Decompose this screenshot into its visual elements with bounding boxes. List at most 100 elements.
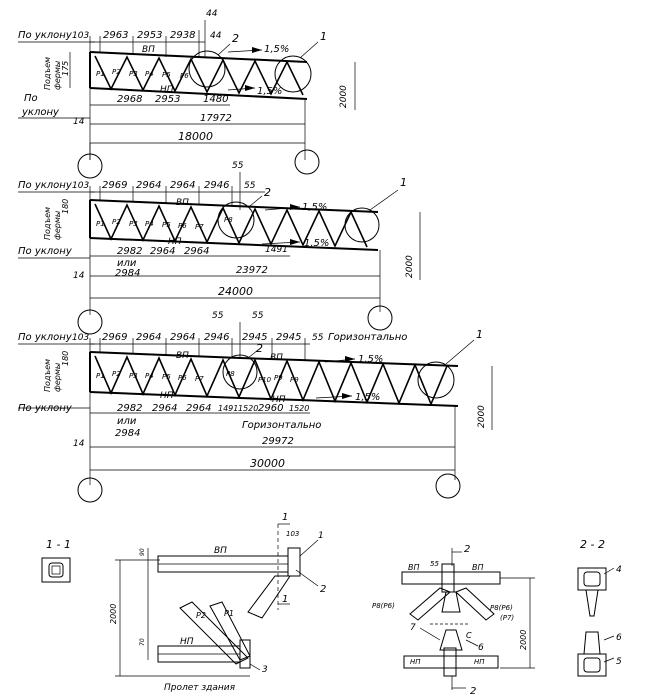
callout-2: 2: [264, 186, 271, 199]
chord-top-label-2: ВП: [270, 353, 283, 363]
node-bottom-small: 70: [139, 638, 146, 646]
node-circle-1: [344, 207, 380, 243]
mid-callout-6: 6: [478, 643, 484, 653]
dim-bottom-3: 2964: [186, 403, 211, 414]
dim-top-6: 2945: [276, 332, 301, 343]
alt-text: или: [117, 258, 137, 269]
dim-top-1: 2969: [102, 180, 127, 191]
web-members: [94, 355, 448, 407]
detail-mid-node: 2 2 55 ВП ВП Р8(Р6) Р8(Р6) (Р7) НП НП 20…: [372, 544, 535, 697]
web-r4: Р4: [145, 372, 154, 380]
slope-bottom: 1,5%: [257, 86, 282, 97]
slope-top: 1,5%: [264, 44, 289, 55]
node-top-chord-label: ВП: [214, 546, 227, 556]
section-mark-top: 1: [282, 512, 288, 523]
dim-top-3: 2938: [170, 30, 195, 41]
web-r2: Р2: [112, 370, 121, 378]
mid-bottom-left: НП: [410, 658, 421, 666]
dim-bottom-4: 1491: [218, 404, 238, 413]
dim-top-44a: 44: [206, 9, 218, 19]
dim-bottom-4: 1491: [265, 245, 288, 255]
mid-web-right-label: Р8(Р6): [490, 604, 513, 612]
web-r5: Р5: [162, 221, 171, 229]
label-slope-bottom: По уклону: [18, 403, 73, 414]
detail-section-1-1: 1 - 1: [41, 538, 71, 583]
dim-top-4: 2946: [204, 180, 229, 191]
dim-bottom-2: 2964: [152, 403, 177, 414]
node-web-p2: Р2: [196, 611, 206, 620]
rise-dim: 180: [61, 351, 70, 366]
dim-top-2: 2964: [136, 332, 161, 343]
dim-top-1: 2963: [103, 30, 128, 41]
dim-bottom-6: 2960: [258, 403, 283, 414]
node-top-dim: 103: [286, 530, 299, 538]
section-2-2-callout-5: 5: [616, 657, 622, 667]
brace-top: [247, 575, 291, 619]
dim-top-55a: 55: [212, 311, 224, 321]
chord-top-label: ВП: [142, 45, 155, 55]
dim-top-2: 2964: [136, 180, 161, 191]
end-offset: 14: [73, 117, 85, 127]
dim-bottom-1: 2982: [117, 246, 142, 257]
label-slope-bottom-1: По: [24, 93, 38, 104]
mid-bottom-chord: [403, 655, 499, 669]
web-r6: Р6: [178, 222, 187, 230]
rise-label-2: фермы: [53, 211, 62, 240]
dim-top-1: 2969: [102, 332, 127, 343]
dim-top-55c: 55: [312, 333, 324, 343]
horizontal-bottom: Горизонтально: [242, 420, 321, 431]
section-2-2-web: [585, 589, 599, 617]
node-top-small: 90: [139, 548, 146, 556]
dim-bottom-2: 2964: [150, 246, 175, 257]
web-r10: Р10: [258, 376, 272, 384]
section-2-2-title: 2 - 2: [580, 538, 605, 551]
chord-top-label: ВП: [176, 351, 189, 361]
web-r8: Р8: [224, 216, 233, 224]
web-r3: Р3: [129, 372, 138, 380]
depth-dim: 2000: [477, 405, 487, 428]
web-r2: Р2: [112, 68, 121, 76]
web-members: [94, 203, 368, 248]
section-2-2-callout-4: 4: [616, 565, 622, 575]
mid-chord-right: ВП: [472, 563, 484, 572]
mid-callout-7: 7: [410, 623, 416, 633]
web-r2: Р2: [112, 218, 121, 226]
dim-top-44b: 44: [210, 31, 222, 41]
web-r8: Р8: [226, 370, 235, 378]
horizontal-top: Горизонтально: [328, 332, 407, 343]
end-offset: 14: [73, 439, 85, 449]
span-inner: 23972: [236, 265, 268, 276]
dim-103: 103: [72, 333, 89, 343]
bottom-chord: [89, 237, 379, 251]
callout-1: 1: [400, 176, 407, 189]
mid-web-lower: [439, 629, 463, 651]
rise-label-1: Подъем: [43, 359, 52, 392]
truss-18000: По уклону 103 2963 2953 2938 44 44 ВП НП…: [18, 9, 356, 179]
node-caption: Пролет здания: [164, 683, 236, 693]
web-r4: Р4: [145, 220, 154, 228]
node-circle-1: [274, 55, 312, 93]
web-r9b: Р9: [290, 376, 299, 384]
mid-section-mark-top: 2: [464, 544, 470, 555]
mid-top-dim: 55: [430, 560, 439, 568]
slope-top: 1,5%: [358, 354, 383, 365]
alt-value: 2984: [115, 428, 140, 439]
span-total: 18000: [178, 130, 213, 143]
callout-2: 2: [256, 342, 263, 355]
slope-top: 1,5%: [302, 202, 327, 213]
bottom-chord: [89, 87, 308, 100]
end-plate-bottom: [239, 639, 251, 669]
web-r5: Р5: [162, 71, 171, 79]
label-slope-bottom: По уклону: [18, 246, 73, 257]
depth-dim: 2000: [339, 85, 349, 108]
web-r3: Р3: [129, 220, 138, 228]
node-circle-2: [222, 354, 258, 390]
span-total: 24000: [218, 285, 253, 298]
bottom-chord: [89, 391, 459, 407]
dim-top-3: 2964: [170, 180, 195, 191]
mid-web-right: [455, 587, 495, 621]
end-plate-top: [287, 547, 301, 577]
section-1-1-box: [41, 557, 71, 583]
dim-103: 103: [72, 181, 89, 191]
column-circle-left: [77, 477, 103, 503]
